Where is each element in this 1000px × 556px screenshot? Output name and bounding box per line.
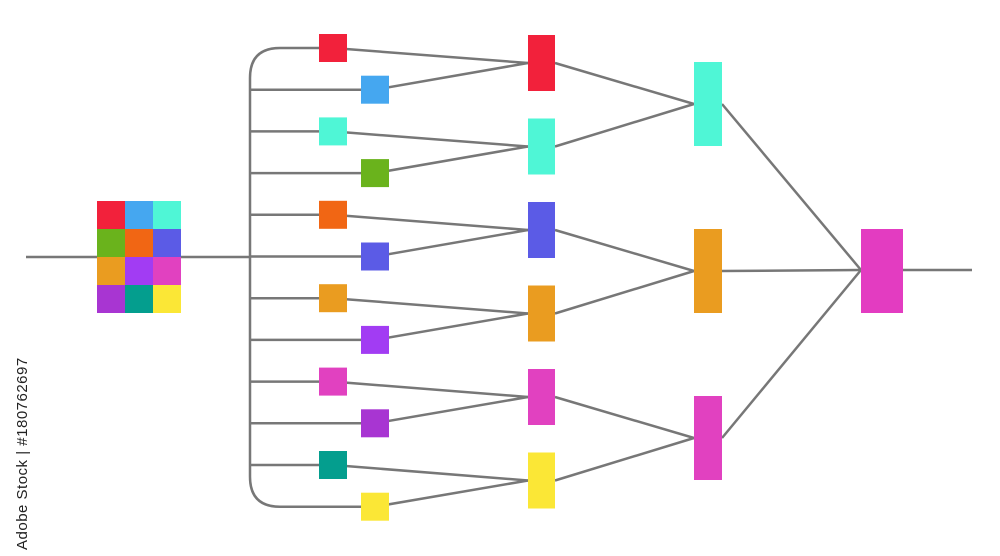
stage1-to-stage2-line bbox=[374, 228, 529, 258]
stage3-bars bbox=[694, 62, 722, 480]
stage1-square bbox=[361, 409, 389, 438]
stage1-square bbox=[361, 325, 389, 354]
grid-cell bbox=[125, 229, 153, 257]
stage1-to-stage2-line bbox=[332, 213, 529, 232]
stage1-square bbox=[361, 159, 389, 188]
stage2-bar bbox=[528, 452, 555, 509]
stage2-bar bbox=[528, 202, 555, 258]
stage1-to-stage2-line bbox=[374, 312, 529, 342]
stage2-bar bbox=[528, 285, 555, 342]
grid-cell bbox=[153, 229, 181, 257]
stage1-square bbox=[319, 451, 347, 479]
stage1-square bbox=[361, 492, 389, 521]
grid-cell bbox=[153, 201, 181, 229]
final-node bbox=[861, 229, 903, 313]
stage3-bar bbox=[694, 396, 722, 480]
grid-cell bbox=[97, 257, 125, 285]
stage1-square bbox=[319, 367, 347, 396]
stage1-to-stage2-line bbox=[332, 130, 529, 148]
grid-cell bbox=[125, 201, 153, 229]
grid-cell bbox=[125, 285, 153, 313]
stage2-bar bbox=[528, 369, 555, 425]
stage1-to-stage2-line bbox=[374, 479, 529, 508]
stage1-to-stage2-line bbox=[332, 296, 529, 315]
stage2-to-stage3-line bbox=[554, 102, 695, 148]
color-grid bbox=[97, 201, 181, 313]
stage2-bar bbox=[528, 118, 555, 175]
stage2-to-stage3-line bbox=[554, 61, 695, 106]
stage1-to-stage2-line bbox=[374, 145, 529, 175]
stage1-to-stage2-line bbox=[332, 46, 529, 65]
stage1-square bbox=[319, 200, 347, 229]
stock-watermark-id: Adobe Stock | #180762697 bbox=[14, 357, 31, 550]
trunk-line bbox=[248, 46, 361, 508]
stage3-bar bbox=[694, 62, 722, 146]
stage1-to-stage2-line bbox=[374, 61, 529, 91]
stage2-to-stage3-line bbox=[554, 269, 695, 315]
final-stage bbox=[861, 229, 903, 313]
grid-cell bbox=[97, 229, 125, 257]
grid-cell bbox=[153, 285, 181, 313]
stage1-to-stage2-line bbox=[332, 463, 529, 482]
stage1-to-stage2-line bbox=[374, 395, 529, 425]
stage1-to-stage2-line bbox=[332, 380, 529, 399]
stage2-bars bbox=[528, 35, 555, 509]
stage3-to-final-line bbox=[721, 103, 862, 271]
stage3-bar bbox=[694, 229, 722, 313]
stage2-to-stage3-line bbox=[554, 395, 695, 440]
stage2-to-stage3-line bbox=[554, 436, 695, 482]
stage1-square bbox=[361, 242, 389, 271]
stage1-square bbox=[319, 117, 347, 146]
grid-cell bbox=[125, 257, 153, 285]
stage1-square bbox=[319, 284, 347, 313]
stage1-square bbox=[319, 34, 347, 62]
stage3-to-final-line bbox=[721, 268, 862, 273]
stage2-bar bbox=[528, 35, 555, 91]
grid-cell bbox=[153, 257, 181, 285]
stage2-to-stage3-line bbox=[554, 228, 695, 273]
stage1-squares bbox=[319, 34, 389, 521]
stage3-to-final-line bbox=[721, 269, 862, 439]
grid-cell bbox=[97, 201, 125, 229]
connector-lines bbox=[26, 46, 972, 508]
grid-cell bbox=[97, 285, 125, 313]
stage1-square bbox=[361, 75, 389, 104]
